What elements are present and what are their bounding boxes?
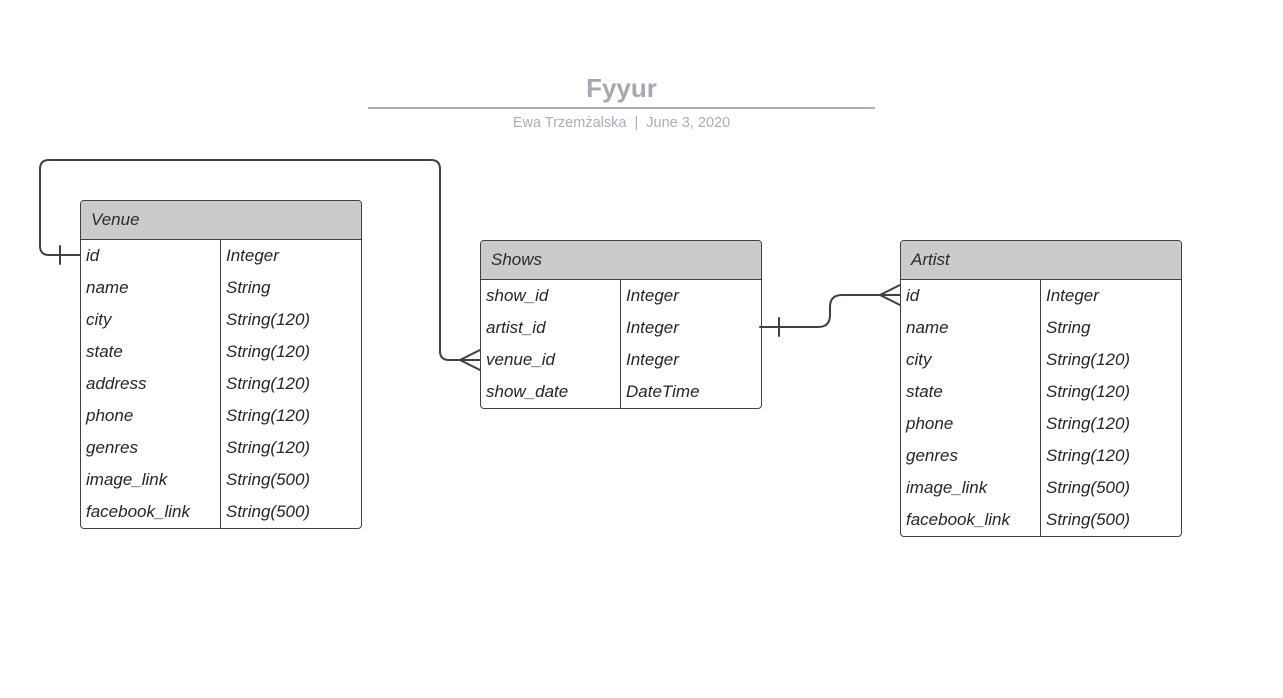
field-name: name (906, 318, 949, 337)
field-row[interactable]: image_link String(500) (901, 472, 1181, 504)
many-marker-artist (879, 284, 901, 306)
field-type: Integer (1046, 286, 1099, 305)
field-name: show_id (486, 286, 549, 305)
field-name: genres (906, 446, 958, 465)
field-name: genres (86, 438, 138, 457)
field-type: String (226, 278, 271, 297)
field-row[interactable]: name String (81, 272, 361, 304)
field-row[interactable]: city String(120) (901, 344, 1181, 376)
entity-artist-header[interactable]: Artist (901, 241, 1181, 280)
field-type: String(500) (1046, 478, 1131, 497)
field-type: String(120) (1046, 382, 1131, 401)
entity-shows-header[interactable]: Shows (481, 241, 761, 280)
field-row[interactable]: state String(120) (81, 336, 361, 368)
field-name: artist_id (486, 318, 546, 337)
field-name: facebook_link (906, 510, 1010, 529)
field-row[interactable]: id Integer (81, 240, 361, 272)
field-name: venue_id (486, 350, 556, 369)
field-row[interactable]: show_id Integer (481, 280, 761, 312)
field-type: String(500) (226, 502, 311, 521)
field-type: String(120) (1046, 446, 1131, 465)
field-row[interactable]: facebook_link String(500) (81, 496, 361, 528)
field-row[interactable]: city String(120) (81, 304, 361, 336)
field-type: String(120) (226, 406, 311, 425)
field-name: image_link (906, 478, 988, 497)
field-type: String (1046, 318, 1091, 337)
field-type: Integer (226, 246, 279, 265)
field-name: phone (86, 406, 134, 425)
field-name: state (906, 382, 943, 401)
field-row[interactable]: state String(120) (901, 376, 1181, 408)
field-name: city (86, 310, 112, 329)
diagram-subtitle: Ewa Trzemżalska | June 3, 2020 (512, 115, 731, 131)
field-name: city (906, 350, 932, 369)
field-name: id (906, 286, 920, 305)
field-row[interactable]: address String(120) (81, 368, 361, 400)
field-name: id (86, 246, 100, 265)
field-row[interactable]: phone String(120) (901, 408, 1181, 440)
field-name: image_link (86, 470, 168, 489)
title-divider (368, 107, 875, 109)
field-row[interactable]: venue_id Integer (481, 344, 761, 376)
field-name: facebook_link (86, 502, 190, 521)
field-type: String(500) (1046, 510, 1131, 529)
relationship-shows-artist[interactable] (759, 284, 901, 337)
field-name: phone (906, 414, 954, 433)
field-row[interactable]: facebook_link String(500) (901, 504, 1181, 536)
entity-venue-header[interactable]: Venue (81, 201, 361, 240)
field-row[interactable]: phone String(120) (81, 400, 361, 432)
field-type: String(120) (226, 310, 311, 329)
field-row[interactable]: genres String(120) (81, 432, 361, 464)
field-name: state (86, 342, 123, 361)
diagram-title: Fyyur (586, 73, 657, 103)
field-type: Integer (626, 318, 679, 337)
field-name: show_date (486, 382, 569, 401)
field-type: String(500) (226, 470, 311, 489)
field-name: name (86, 278, 129, 297)
field-row[interactable]: image_link String(500) (81, 464, 361, 496)
field-row[interactable]: artist_id Integer (481, 312, 761, 344)
field-type: String(120) (226, 342, 311, 361)
field-row[interactable]: genres String(120) (901, 440, 1181, 472)
field-row[interactable]: id Integer (901, 280, 1181, 312)
field-type: Integer (626, 350, 679, 369)
field-type: DateTime (626, 382, 700, 401)
field-row[interactable]: show_date DateTime (481, 376, 761, 408)
field-type: Integer (626, 286, 679, 305)
connector-line-shows-artist[interactable] (759, 294, 901, 328)
field-type: String(120) (1046, 414, 1131, 433)
field-type: String(120) (1046, 350, 1131, 369)
many-marker-shows (459, 349, 481, 371)
field-type: String(120) (226, 438, 311, 457)
field-row[interactable]: name String (901, 312, 1181, 344)
field-type: String(120) (226, 374, 311, 393)
field-name: address (86, 374, 147, 393)
